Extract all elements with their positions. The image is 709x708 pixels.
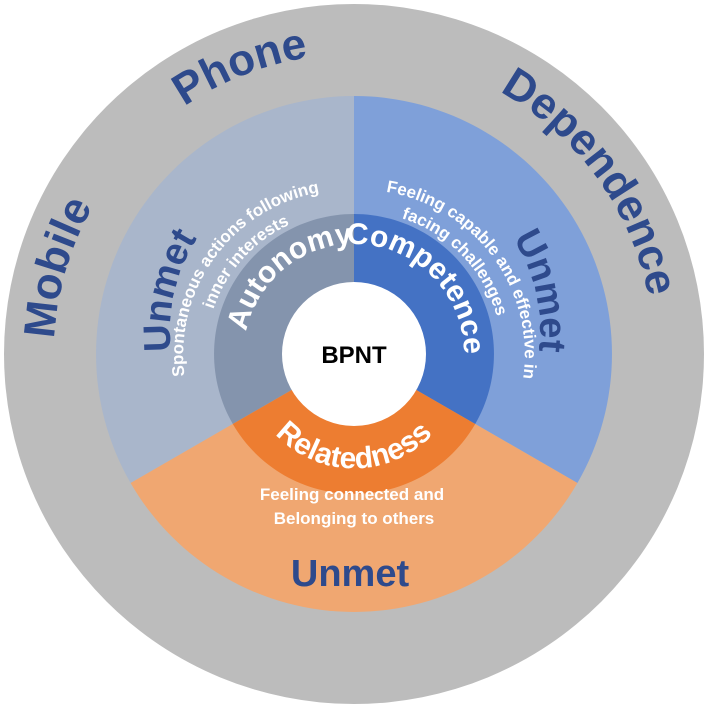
center-label: BPNT [321, 342, 387, 369]
relatedness-unmet-label: Unmet [291, 553, 410, 595]
relatedness-description-line2: Belonging to others [274, 509, 435, 528]
center-circle [282, 282, 426, 426]
relatedness-description-line1: Feeling connected and [260, 485, 444, 504]
